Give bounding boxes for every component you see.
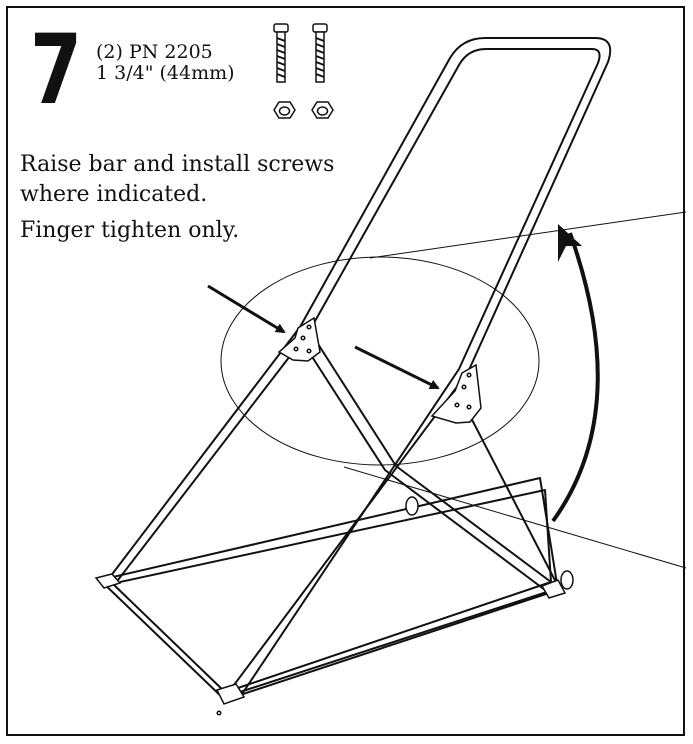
- pointer-arrow: [207, 284, 440, 390]
- step-number: 7: [30, 14, 82, 126]
- part-quantity: (2) PN 2205: [96, 41, 213, 63]
- bracket: [277, 316, 321, 362]
- instruction-line: where indicated.: [20, 182, 208, 207]
- screw-icon: [273, 23, 289, 83]
- frame-foot: [94, 573, 567, 716]
- instruction-panel: [6, 6, 685, 736]
- instruction-line: Raise bar and install screws: [20, 152, 335, 177]
- caster-wheel-icon: [405, 496, 574, 590]
- nut-icon: [273, 101, 296, 119]
- frame-drawing: [99, 37, 612, 701]
- instruction-note: Finger tighten only.: [20, 218, 240, 243]
- nut-icon: [311, 101, 334, 119]
- detail-callout: [220, 211, 687, 569]
- screw-icon: [312, 23, 328, 83]
- bracket: [430, 363, 482, 424]
- raise-arrow: [551, 224, 600, 523]
- part-size: 1 3/4" (44mm): [96, 62, 235, 84]
